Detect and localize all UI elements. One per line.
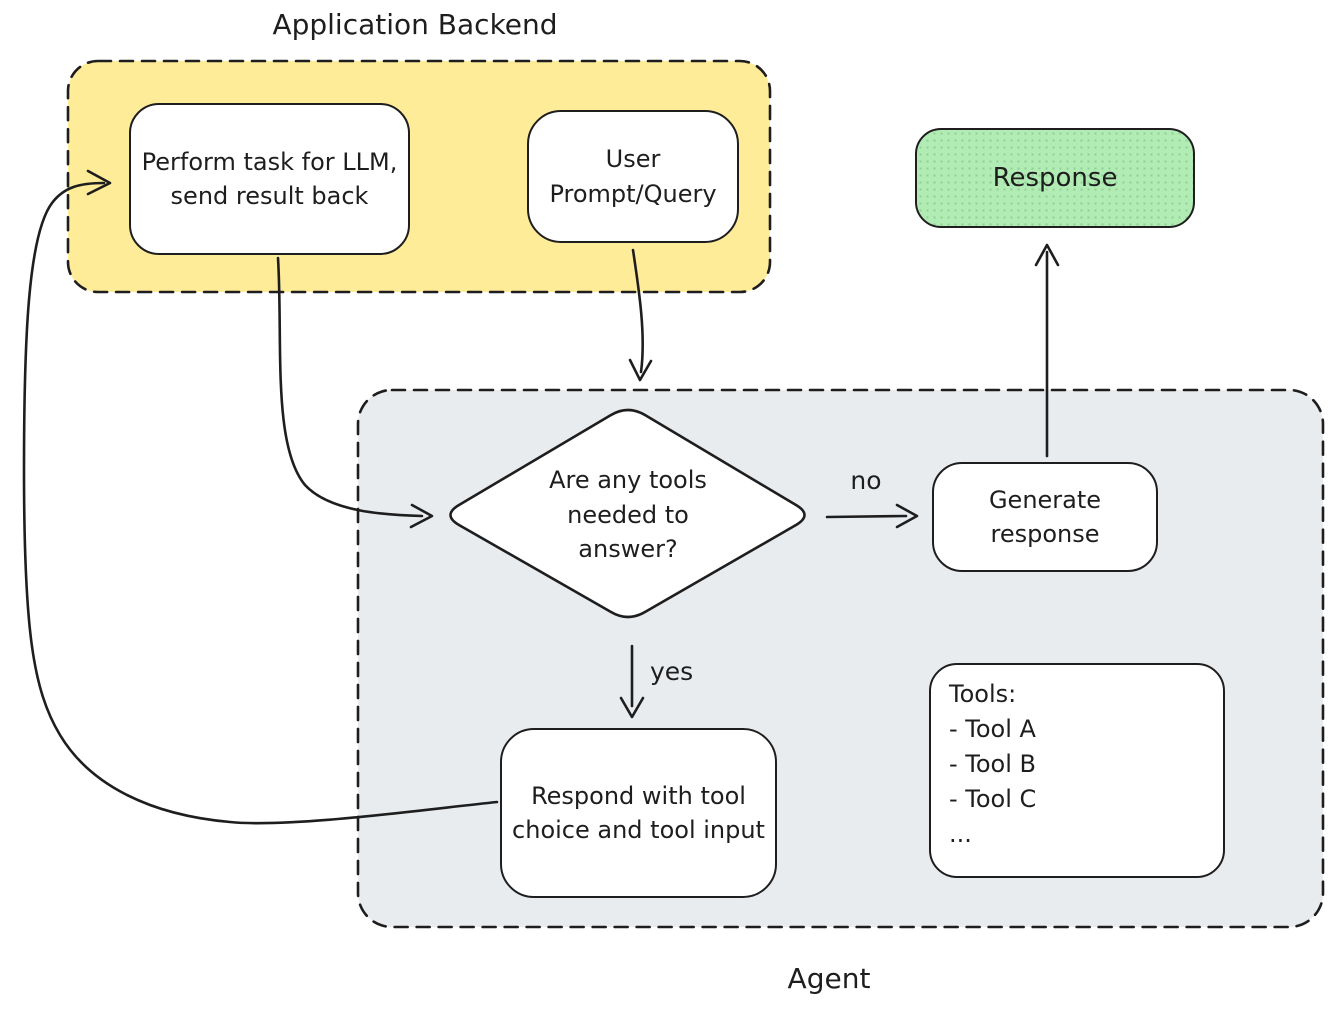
backend-group-title: Application Backend (272, 8, 558, 41)
node-user-prompt: User Prompt/Query (527, 110, 739, 243)
edge-label-no: no (850, 466, 882, 495)
tools-title: Tools: (949, 680, 1017, 708)
node-decision-text: Are any tools needed to answer? (549, 465, 707, 564)
tools-item: ... (949, 820, 972, 848)
tools-item: - Tool C (949, 785, 1037, 813)
arrow-generate-to-response (1034, 243, 1060, 458)
decision-diamond (449, 408, 806, 619)
arrow-backend-to-decision (276, 256, 434, 529)
arrow-no-to-generate (825, 503, 919, 529)
arrow-yes-to-respond (619, 644, 645, 719)
agent-group-title: Agent (787, 962, 871, 995)
node-generate-response: Generate response (932, 462, 1158, 572)
edge-label-yes: yes (650, 657, 694, 686)
tools-item: - Tool A (949, 715, 1036, 743)
node-perform-task: Perform task for LLM, send result back (129, 103, 410, 255)
arrow-tool-choice-to-backend (22, 169, 499, 825)
arrow-prompt-to-decision (628, 248, 653, 382)
node-respond-tool-choice: Respond with tool choice and tool input (500, 728, 777, 898)
node-tools-list: Tools: - Tool A - Tool B - Tool C ... (929, 663, 1225, 878)
tools-item: - Tool B (949, 750, 1036, 778)
node-response: Response (915, 128, 1195, 228)
